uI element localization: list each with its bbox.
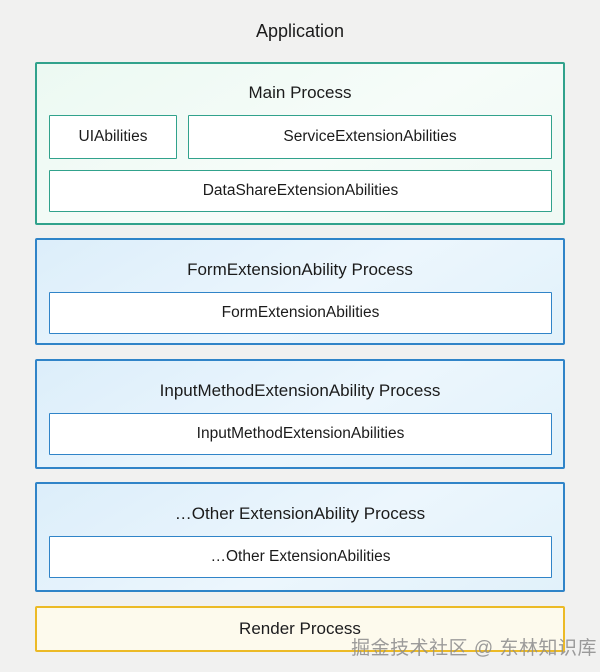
service-extension-abilities-box: ServiceExtensionAbilities [188, 115, 552, 159]
other-extension-process-title: …Other ExtensionAbility Process [174, 504, 426, 523]
inputmethod-extension-row: InputMethodExtensionAbilities [49, 413, 552, 455]
inputmethod-extension-abilities-box: InputMethodExtensionAbilities [49, 413, 552, 455]
main-process-row-2: DataShareExtensionAbilities [49, 170, 552, 212]
watermark-text: 掘金技术社区 @ 东林知识库 [351, 638, 597, 659]
render-process-box: Render Process [35, 606, 565, 652]
application-title: Application [255, 21, 345, 41]
inputmethod-extension-process-box: InputMethodExtensionAbility Process Inpu… [35, 359, 565, 469]
form-extension-process-title: FormExtensionAbility Process [187, 260, 413, 279]
main-process-title: Main Process [248, 83, 352, 102]
datashare-extension-abilities-box: DataShareExtensionAbilities [49, 170, 552, 212]
form-extension-row: FormExtensionAbilities [49, 292, 552, 334]
other-extension-row: …Other ExtensionAbilities [49, 536, 552, 578]
main-process-row-1: UIAbilities ServiceExtensionAbilities [49, 115, 552, 159]
main-process-box: Main Process UIAbilities ServiceExtensio… [35, 62, 565, 225]
form-extension-process-box: FormExtensionAbility Process FormExtensi… [35, 238, 565, 345]
other-extension-abilities-box: …Other ExtensionAbilities [49, 536, 552, 578]
other-extension-process-box: …Other ExtensionAbility Process …Other E… [35, 482, 565, 592]
uiabilities-box: UIAbilities [49, 115, 177, 159]
inputmethod-extension-process-title: InputMethodExtensionAbility Process [159, 381, 441, 400]
form-extension-abilities-box: FormExtensionAbilities [49, 292, 552, 334]
